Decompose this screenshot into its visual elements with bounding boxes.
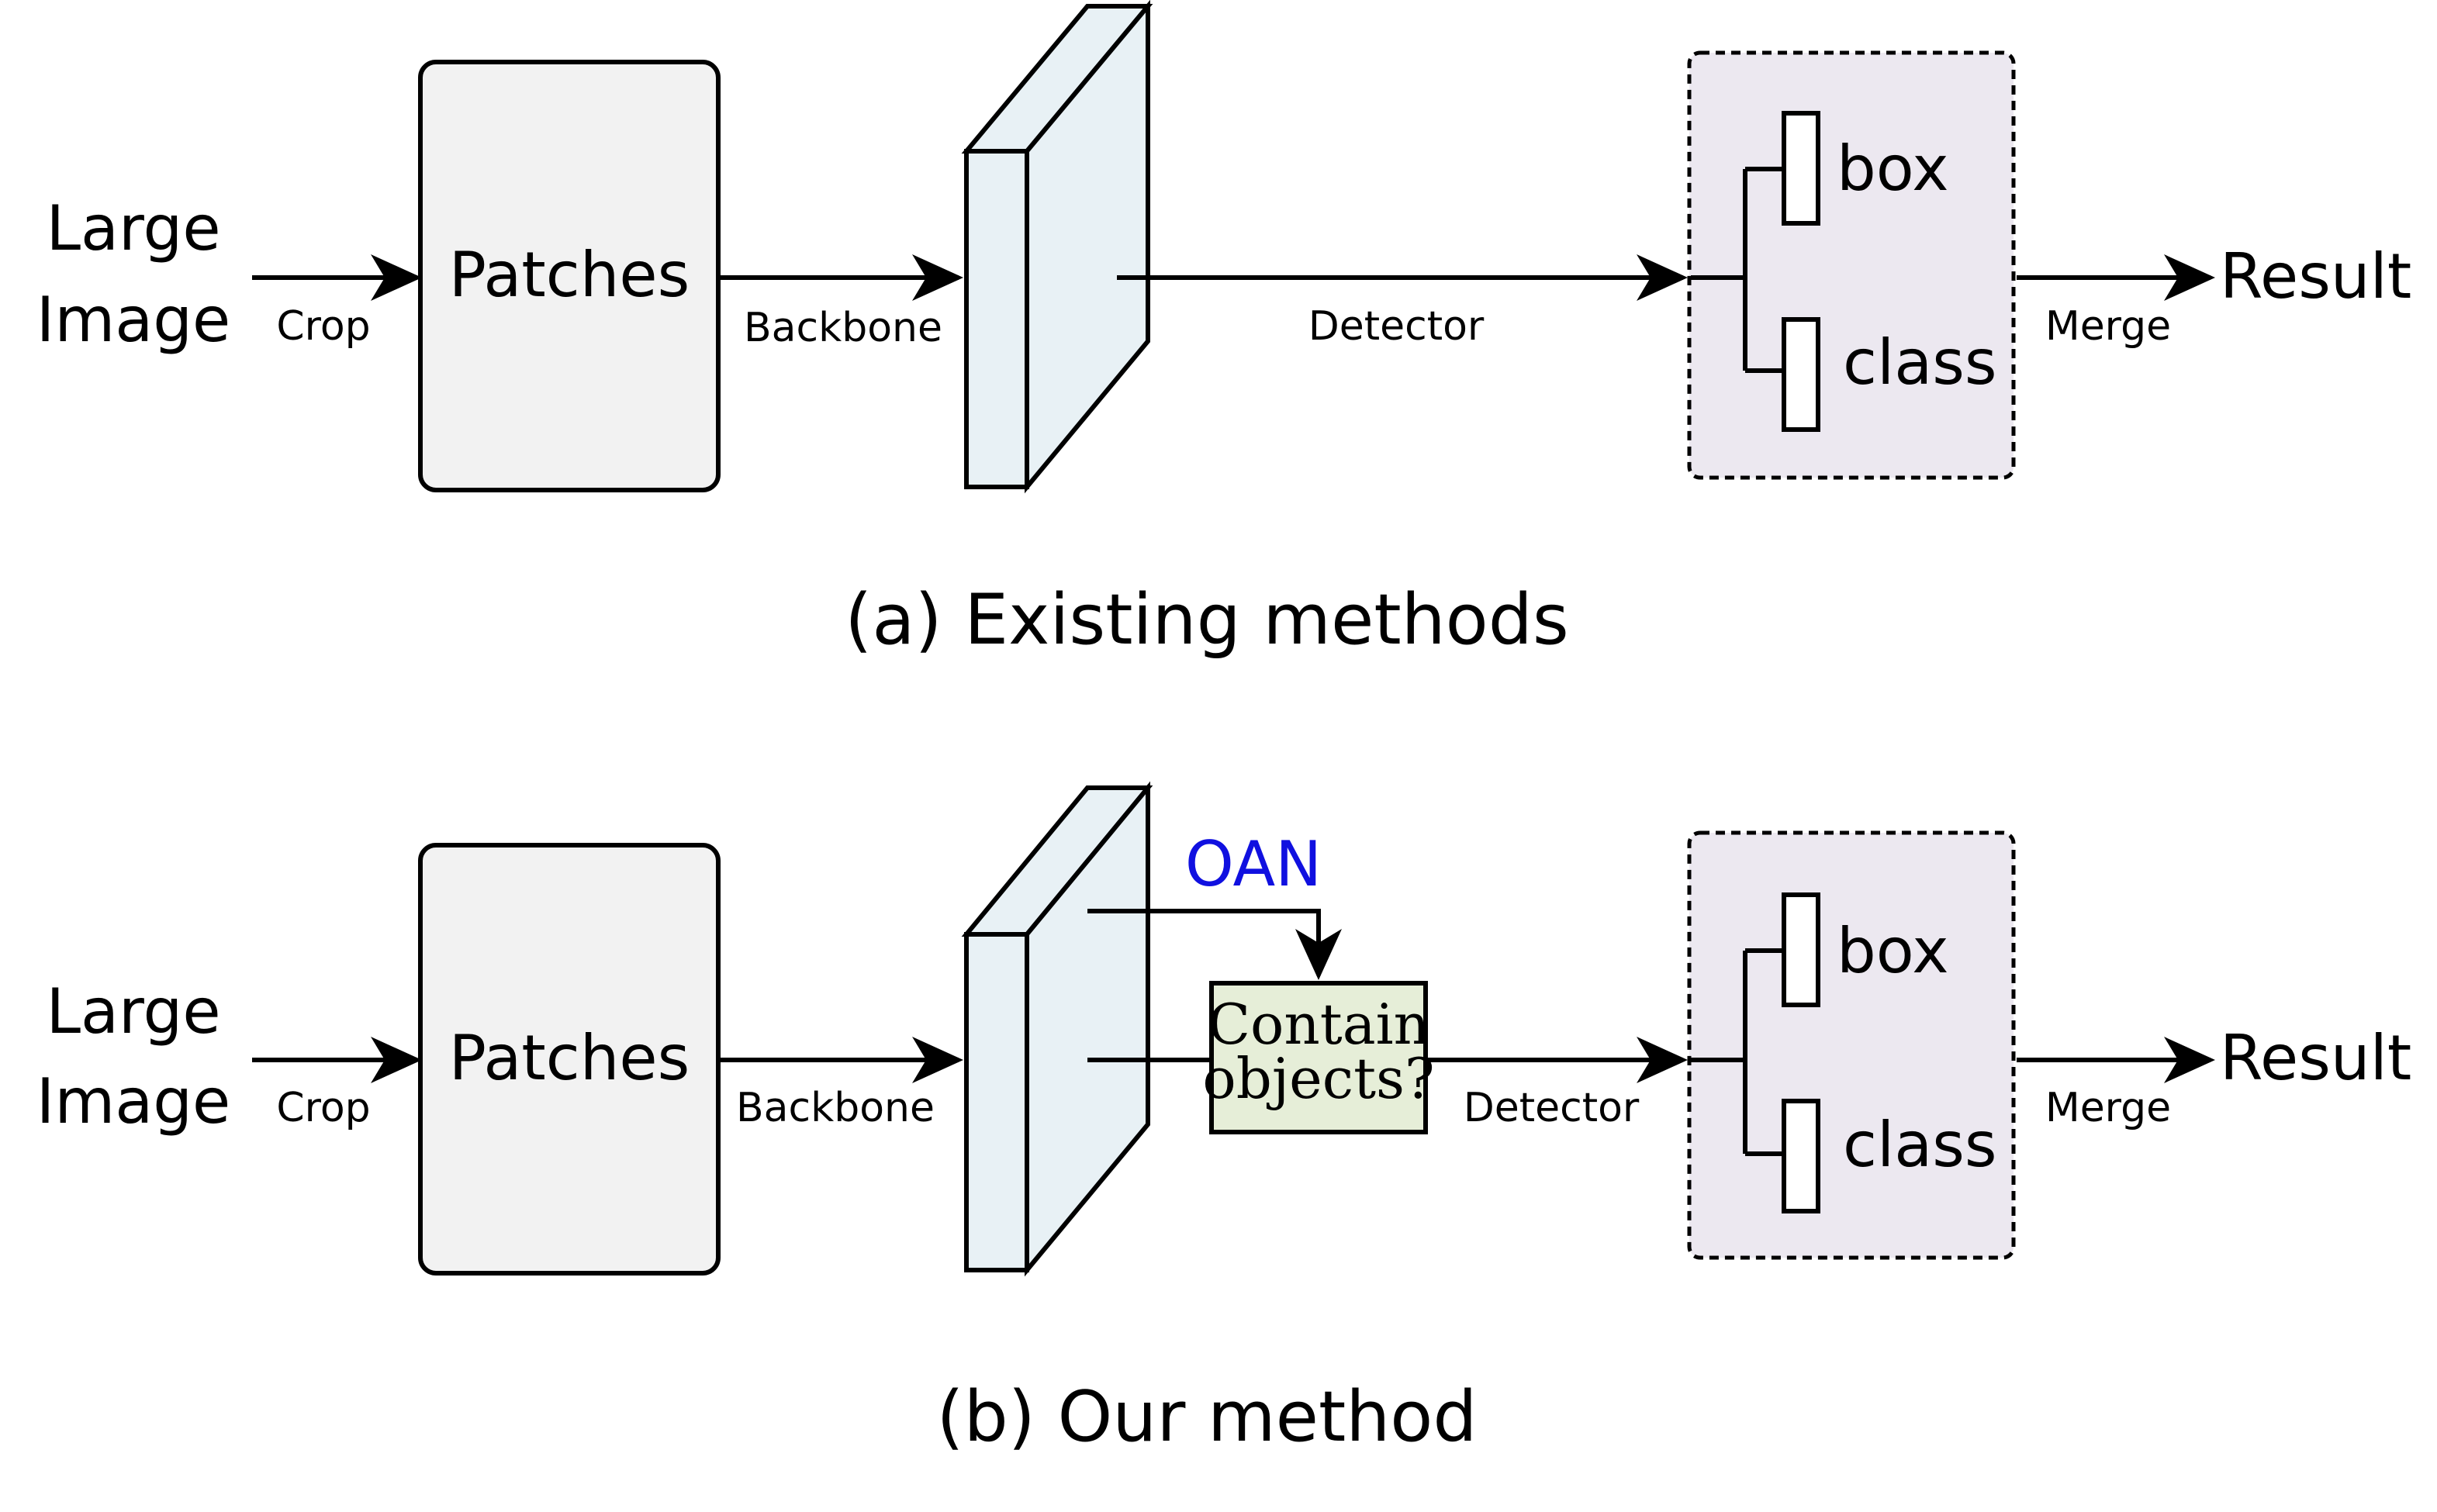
panel-a-backbone-label: Backbone — [744, 305, 942, 351]
panel-b-merge-label: Merge — [2045, 1085, 2171, 1131]
panel-a-class-label: class — [1843, 326, 1997, 399]
panel-b-crop-label: Crop — [276, 1085, 370, 1131]
panel-b-contain-line2: objects? — [1202, 1046, 1434, 1111]
panel-a-caption: (a) Existing methods — [845, 579, 1569, 661]
panel-b: Large Image Crop Patches Backbone OAN Co… — [36, 781, 2411, 1458]
panel-b-contain-line1: Contain — [1208, 992, 1429, 1057]
panel-b-detector-label: Detector — [1464, 1085, 1640, 1131]
panel-b-oan-branch-arrow — [1087, 909, 1342, 980]
panel-a-feature-map — [961, 0, 1153, 494]
panel-a-box-label: box — [1837, 133, 1949, 205]
panel-b-input-line1: Large — [46, 975, 220, 1048]
panel-a: Large Image Crop Patches Backbone Detect… — [36, 0, 2411, 661]
panel-a-crop-label: Crop — [276, 303, 370, 350]
panel-b-patches-box — [418, 843, 721, 1276]
panel-a-class-bar — [1782, 317, 1820, 432]
panel-a-input-line2: Image — [36, 284, 231, 356]
panel-a-box-bar — [1782, 111, 1820, 226]
panel-a-patches-label: Patches — [449, 239, 690, 311]
panel-a-merge-label: Merge — [2045, 303, 2171, 350]
panel-b-box-bar — [1782, 892, 1820, 1007]
panel-b-input-line2: Image — [36, 1065, 231, 1137]
panel-b-class-label: class — [1843, 1109, 1997, 1181]
panel-b-feature-map — [961, 781, 1153, 1277]
panel-b-oan-label: OAN — [1185, 828, 1322, 900]
panel-b-result-label: Result — [2220, 1022, 2411, 1094]
panel-b-patches-label: Patches — [449, 1022, 690, 1094]
panel-a-result-label: Result — [2220, 240, 2411, 312]
panel-b-backbone-label: Backbone — [736, 1085, 935, 1131]
panel-a-input-line1: Large — [46, 192, 220, 264]
panel-b-head-branch — [1691, 948, 1784, 1156]
panel-b-class-bar — [1782, 1099, 1820, 1213]
panel-b-head-box — [1687, 830, 2016, 1260]
panel-b-box-label: box — [1837, 915, 1949, 987]
panel-a-head-branch — [1691, 167, 1784, 373]
panel-a-head-box — [1687, 50, 2016, 480]
panel-b-caption: (b) Our method — [936, 1376, 1477, 1458]
panel-b-contain-objects-box — [1209, 981, 1428, 1134]
panel-a-detector-label: Detector — [1308, 303, 1485, 350]
panel-a-patches-box — [418, 60, 721, 492]
